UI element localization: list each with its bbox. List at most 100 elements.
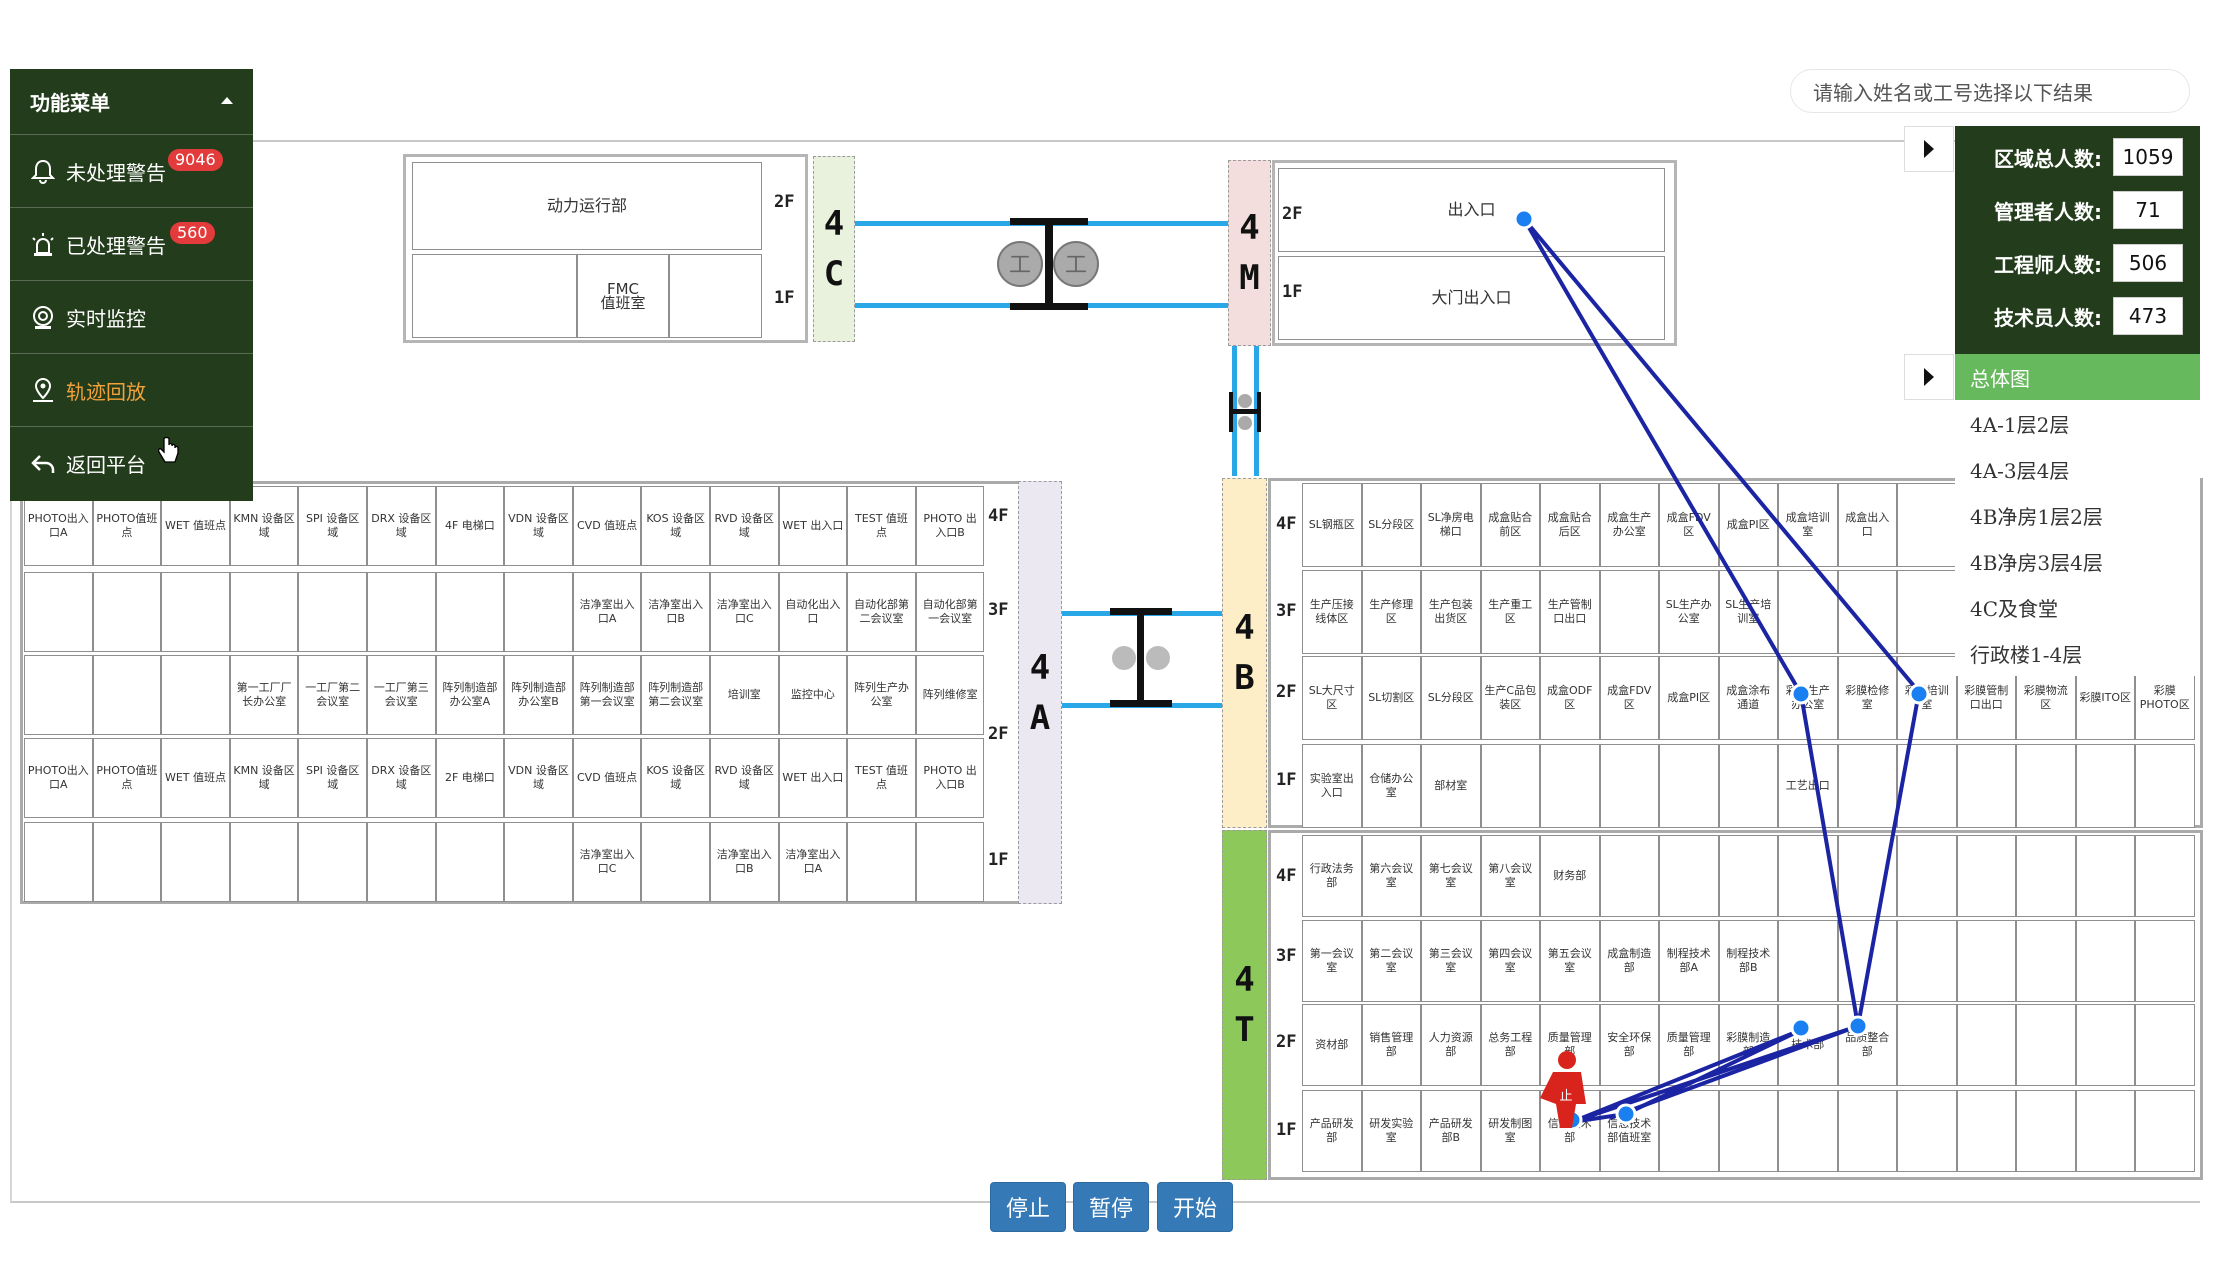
- building-tag-4a[interactable]: 4 A: [1018, 481, 1062, 904]
- pause-button[interactable]: 暂停: [1073, 1182, 1149, 1232]
- room-cell: 彩膜培训室: [1897, 656, 1957, 740]
- room-cell: [435, 572, 505, 652]
- floor-option[interactable]: 4B净房3层4层: [1970, 550, 2103, 575]
- building-tag-4b[interactable]: 4 B: [1222, 478, 1267, 828]
- svg-text:止: 止: [1559, 1089, 1572, 1104]
- menu-item-handled-alerts[interactable]: 已处理警告 560: [10, 208, 253, 281]
- stat-label: 区域总人数:: [1994, 146, 2102, 171]
- room-cell: KOS 设备区域: [641, 738, 710, 818]
- room-cell: [367, 822, 436, 902]
- room-cell: [229, 572, 299, 652]
- bell-icon: [30, 158, 56, 184]
- menu-title: 功能菜单: [30, 91, 110, 115]
- stat-technicians: 技术员人数: 473: [1955, 293, 2200, 339]
- room-cell: 第三会议室: [1421, 920, 1481, 1002]
- room-4c-a: [412, 254, 577, 338]
- room-cell: [1540, 744, 1600, 828]
- start-button[interactable]: 开始: [1157, 1182, 1233, 1232]
- camera-icon: [30, 304, 56, 330]
- building-tag-4t[interactable]: 4 T: [1222, 830, 1267, 1180]
- room-cell: [2075, 1004, 2135, 1086]
- room-cell: 第八会议室: [1480, 835, 1540, 917]
- floor-label-4c-1f: 1F: [774, 288, 795, 308]
- stop-button[interactable]: 停止: [990, 1182, 1066, 1232]
- stat-value: 473: [2113, 297, 2183, 335]
- room-cell: 生产压接线体区: [1302, 570, 1362, 654]
- hand-cursor-icon: [158, 437, 179, 463]
- stats-panel: 区域总人数:1059 管理者人数:71 工程师人数:506 技术员人数:473: [1955, 126, 2200, 354]
- track-point: [1790, 683, 1812, 705]
- room-cell: 洁净室出入口C: [572, 822, 642, 902]
- menu-item-back-to-platform[interactable]: 返回平台: [10, 427, 253, 500]
- stats-toggle-button[interactable]: [1904, 126, 1954, 172]
- room-cell: WET 出入口: [778, 486, 848, 566]
- floor-option[interactable]: 4B净房1层2层: [1970, 504, 2103, 529]
- room-cell: [24, 655, 93, 735]
- stat-total: 区域总人数: 1059: [1955, 134, 2200, 180]
- search-input[interactable]: 请输入姓名或工号选择以下结果: [1790, 69, 2190, 113]
- room-cell: 财务部: [1540, 835, 1600, 917]
- room-cell: [161, 822, 230, 902]
- room-cell: [1956, 920, 2016, 1002]
- room-cell: PHOTO出入口A: [24, 738, 93, 818]
- room-cell: [229, 822, 299, 902]
- room-cell: 总务工程部: [1480, 1004, 1540, 1086]
- caret-up-icon[interactable]: [221, 97, 233, 104]
- room-cell: [1659, 835, 1719, 917]
- building-tag-4c-letter: C: [823, 254, 845, 294]
- person-marker-icon: 止: [1540, 1051, 1586, 1128]
- stat-label: 工程师人数:: [1994, 252, 2102, 277]
- room-cell: [1956, 835, 2016, 917]
- room-cell: KOS 设备区域: [641, 486, 710, 566]
- room-cell: 阵列生产办公室: [847, 655, 916, 735]
- room-cell: 第五会议室: [1540, 920, 1600, 1002]
- room-cell: 成盒PI区: [1659, 656, 1719, 740]
- floor-option[interactable]: 4A-3层4层: [1970, 458, 2070, 483]
- room-cell: [2016, 920, 2076, 1002]
- room-cell: 仓储办公室: [1361, 744, 1421, 828]
- room-cell: [641, 822, 710, 902]
- building-tag-4c-num: 4: [823, 204, 845, 244]
- room-cell: 成盒贴合后区: [1540, 483, 1600, 567]
- room-cell: [2075, 920, 2135, 1002]
- building-tag-4c[interactable]: 4 C: [813, 156, 855, 342]
- menu-item-live-monitor[interactable]: 实时监控: [10, 281, 253, 354]
- svg-text:工: 工: [1009, 253, 1031, 278]
- room-cell: 行政法务部: [1302, 835, 1362, 917]
- room-cell: [1599, 570, 1659, 654]
- menu-header[interactable]: 功能菜单: [10, 69, 253, 135]
- room-cell: SL分段区: [1421, 656, 1481, 740]
- floor-option[interactable]: 4A-1层2层: [1970, 412, 2070, 437]
- building-tag-4b-num: 4: [1234, 608, 1255, 648]
- floor-option[interactable]: 4C及食堂: [1970, 596, 2059, 621]
- room-cell: 产品研发部: [1302, 1090, 1362, 1172]
- menu-item-track-playback[interactable]: 轨迹回放: [10, 354, 253, 427]
- room-cell: 研发制图室: [1480, 1090, 1540, 1172]
- room-cell: 阵列制造部第二会议室: [641, 655, 710, 735]
- room-cell: 自动化部第一会议室: [915, 572, 985, 652]
- menu-item-label: 已处理警告: [66, 233, 166, 258]
- room-cell: 监控中心: [778, 655, 848, 735]
- stat-label: 技术员人数:: [1994, 305, 2102, 330]
- room-cell: [2135, 835, 2195, 917]
- floor-label-4c-2f: 2F: [774, 192, 795, 212]
- room-fmc-duty: FMC 值班室: [577, 254, 669, 338]
- floor-option-overview[interactable]: 总体图: [1955, 354, 2200, 400]
- room-cell: [2135, 1090, 2195, 1172]
- room-cell: RVD 设备区域: [710, 486, 779, 566]
- room-cell: SL钢瓶区: [1302, 483, 1362, 567]
- stat-value: 506: [2113, 244, 2183, 282]
- floor-list-toggle-button[interactable]: [1904, 354, 1954, 400]
- stat-value: 1059: [2113, 138, 2183, 176]
- stat-value: 71: [2113, 191, 2183, 229]
- room-cell: [1897, 570, 1957, 654]
- room-cell: PHOTO值班点: [92, 738, 162, 818]
- building-tag-4m[interactable]: 4 M: [1228, 160, 1271, 346]
- room-cell: [367, 572, 436, 652]
- menu-item-unhandled-alerts[interactable]: 未处理警告 9046: [10, 135, 253, 208]
- room-cell: [1956, 744, 2016, 828]
- room-cell: SL生产办公室: [1659, 570, 1719, 654]
- floor-label-4b-1f: 1F: [1276, 770, 1297, 790]
- floor-option[interactable]: 行政楼1-4层: [1970, 642, 2083, 667]
